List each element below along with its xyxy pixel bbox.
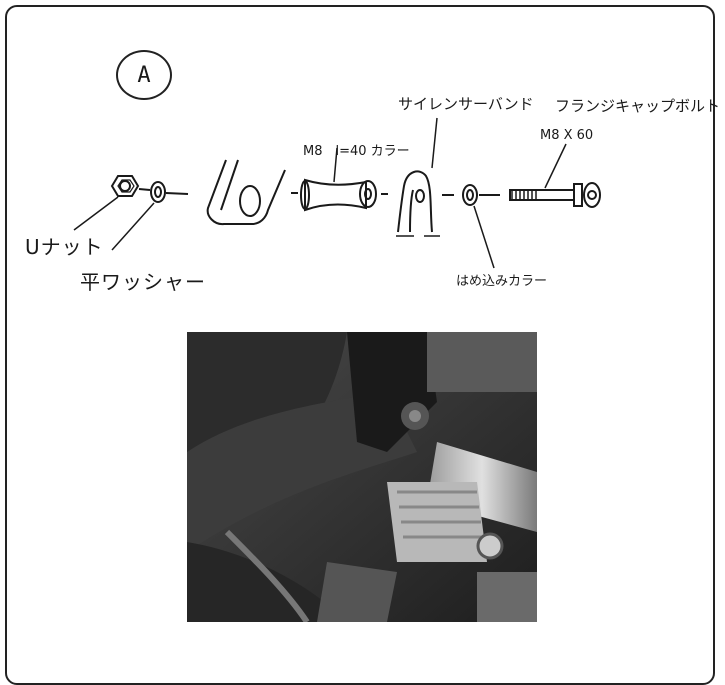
u-nut-part — [110, 175, 140, 197]
flat-washer-part — [150, 181, 166, 203]
silencer-band-part — [396, 170, 440, 237]
press-collar-part — [462, 184, 478, 206]
section-badge: A — [116, 50, 172, 100]
silencer-band-label: サイレンサーバンド — [398, 95, 534, 113]
flat-washer-label: 平ワッシャー — [80, 270, 206, 294]
collar-part — [300, 178, 377, 212]
press-collar-label: はめ込みカラー — [456, 274, 548, 289]
bracket-part — [206, 159, 286, 226]
flange-bolt-label: フランジキャップボルト — [555, 97, 721, 115]
u-nut-label: Uナット — [25, 235, 104, 259]
exploded-parts-diagram — [73, 117, 601, 269]
bolt-size-label: M8 X 60 — [540, 128, 594, 143]
installation-photo — [187, 332, 537, 622]
flange-bolt-part — [509, 182, 601, 208]
collar-label: M8 l=40 カラー — [303, 144, 410, 159]
